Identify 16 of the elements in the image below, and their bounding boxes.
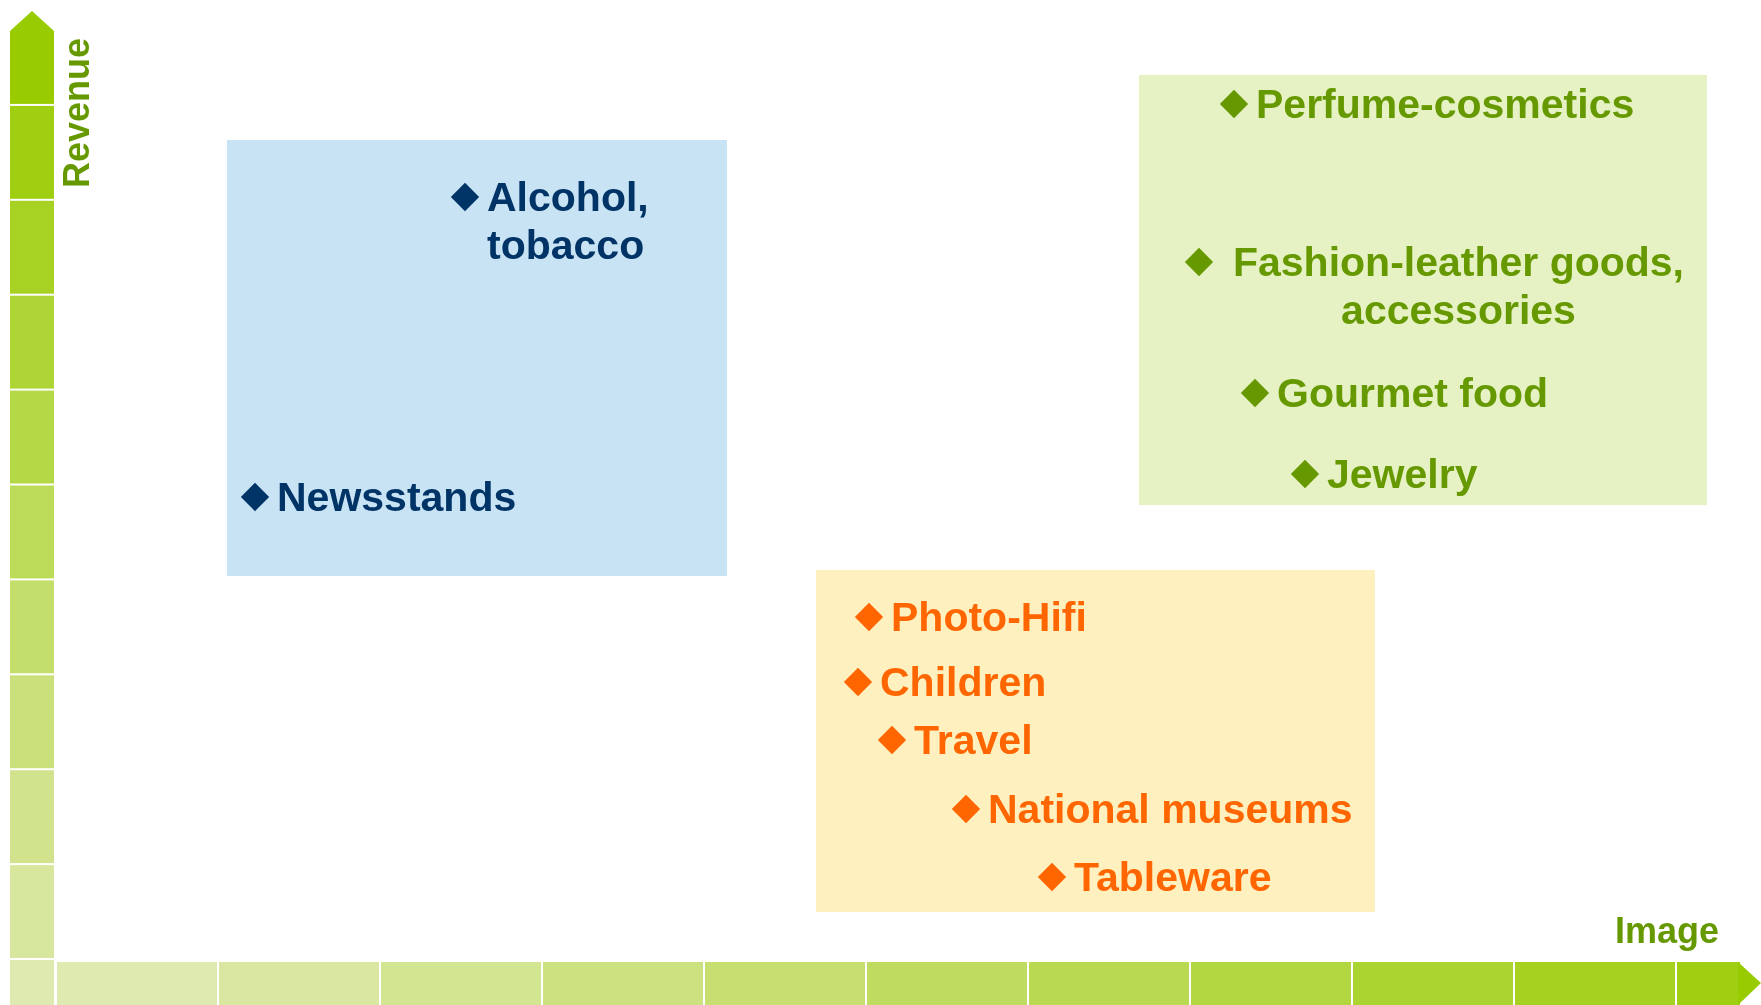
category-label: Alcohol, tobacco xyxy=(487,173,650,269)
category-label: Children xyxy=(880,658,1048,706)
category-label: Tableware xyxy=(1074,853,1273,901)
category-group-box xyxy=(816,570,1375,912)
category-label: Photo-Hifi xyxy=(891,593,1088,641)
axis-label: Revenue xyxy=(56,38,98,189)
category-group-box xyxy=(1139,75,1707,505)
category-label: Gourmet food xyxy=(1277,369,1550,417)
axis-label: Image xyxy=(1615,910,1720,952)
category-label: National museums xyxy=(988,785,1354,833)
category-label: Fashion-leather goods, accessories xyxy=(1231,238,1685,334)
category-group-box xyxy=(227,140,727,576)
category-label: Perfume-cosmetics xyxy=(1256,80,1636,128)
category-label: Jewelry xyxy=(1327,450,1479,498)
category-label: Travel xyxy=(914,716,1034,764)
category-label: Newsstands xyxy=(277,473,518,521)
